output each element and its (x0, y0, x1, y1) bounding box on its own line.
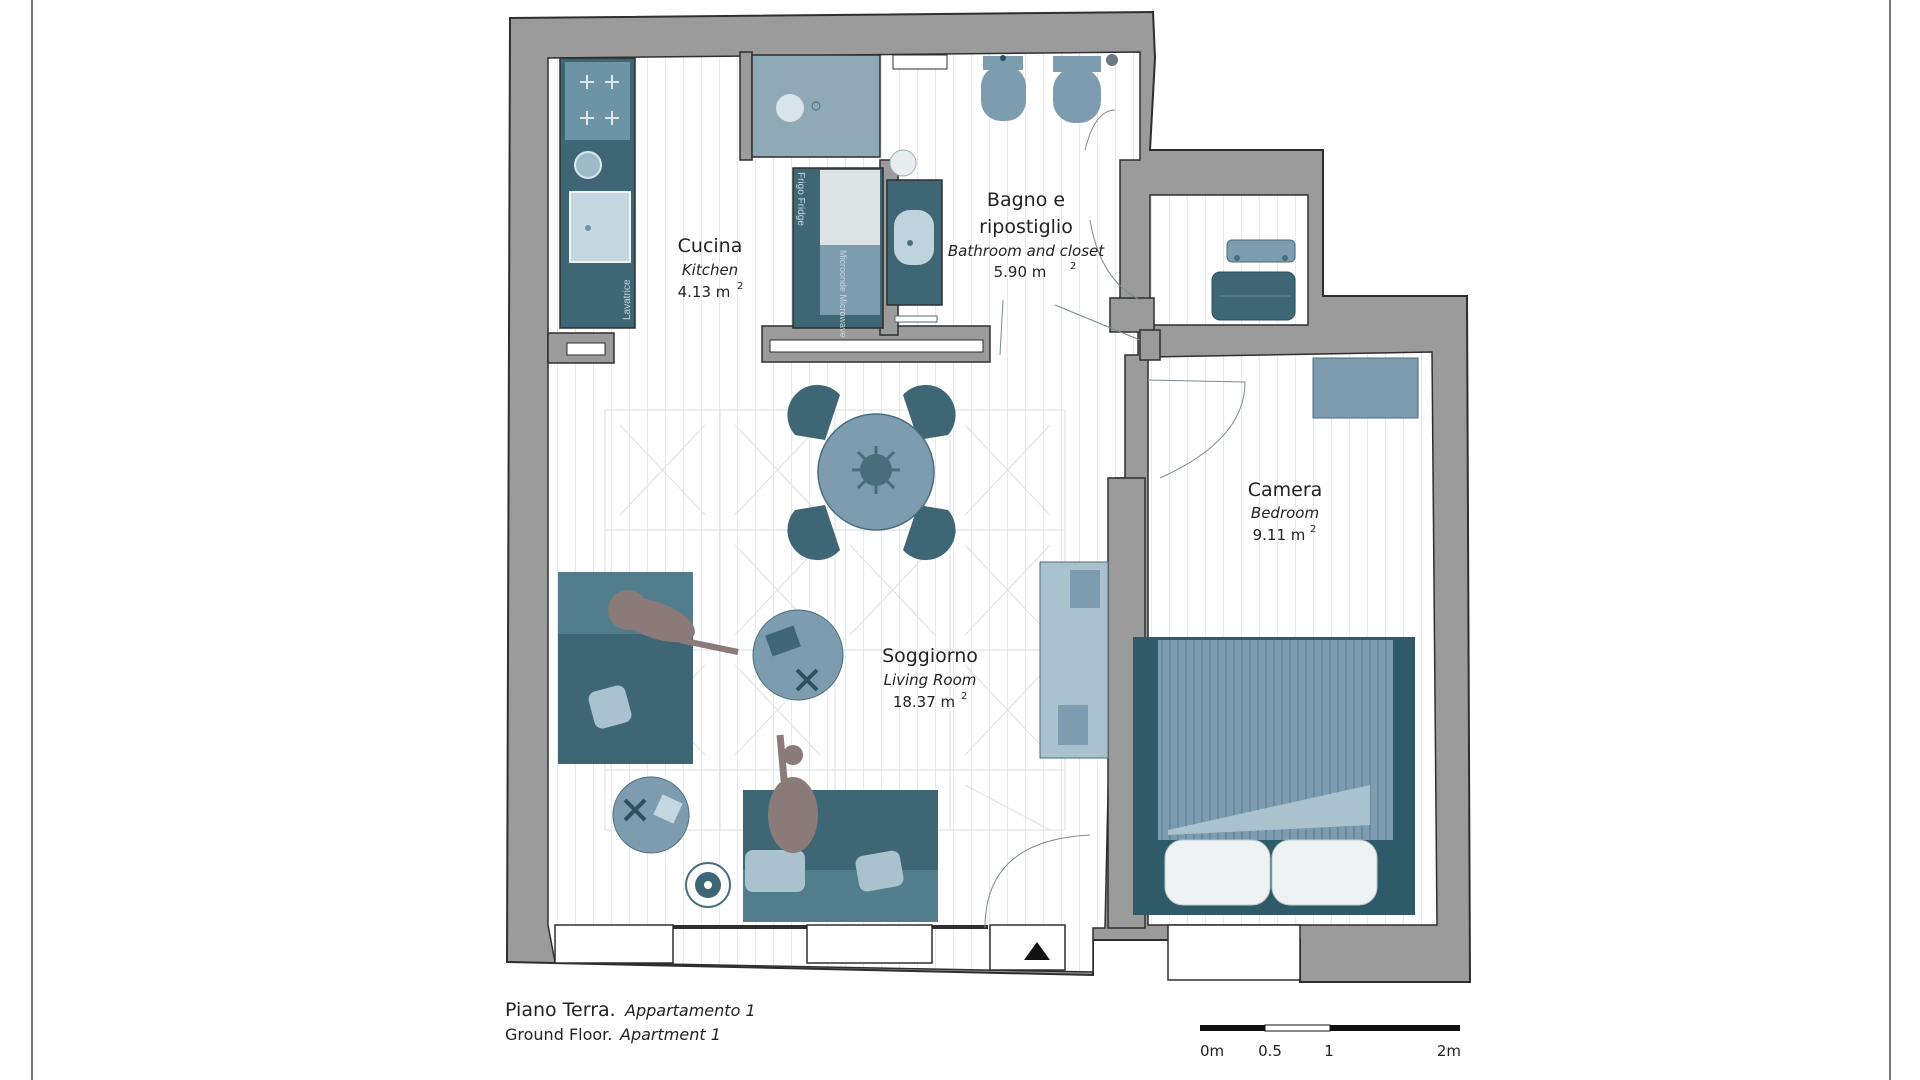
sofa-left (558, 572, 739, 764)
bathroom-name-it-1: Bagno e (987, 189, 1065, 211)
label-bedroom: Camera Bedroom 9.11 m 2 (1248, 479, 1323, 544)
fridge-label: Frigo Fridge (795, 172, 806, 226)
label-kitchen: Cucina Kitchen 4.13 m 2 (678, 235, 744, 301)
kitchen-counter: Lavatrice (559, 57, 636, 329)
bathroom-vanity (886, 149, 943, 323)
side-table (612, 776, 690, 854)
living-area: 18.37 m (893, 693, 955, 711)
scale-label-05: 0.5 (1258, 1042, 1282, 1060)
scale-bar: 0m 0.5 1 2m (1200, 1024, 1461, 1060)
living-name-it: Soggiorno (882, 645, 978, 667)
scale-label-2: 2m (1437, 1042, 1461, 1060)
kitchen-name-en: Kitchen (682, 261, 738, 279)
bathroom-window (892, 54, 948, 70)
toilet (1053, 56, 1101, 123)
caption-line1-main: Piano Terra. (505, 999, 616, 1021)
kitchen-area-sup: 2 (737, 281, 743, 292)
bathroom-name-en: Bathroom and closet (948, 242, 1105, 260)
bedroom-name-en: Bedroom (1251, 504, 1319, 522)
sofa-bottom (743, 734, 938, 922)
dining-table (787, 384, 956, 561)
caption-line2-main: Ground Floor. (505, 1025, 612, 1044)
plan-caption: Piano Terra. Appartamento 1 Ground Floor… (505, 999, 756, 1044)
luggage (1211, 239, 1296, 321)
floor-drain (1106, 54, 1118, 66)
coffee-table (752, 609, 844, 701)
caption-line1-sub: Appartamento 1 (624, 1001, 756, 1020)
south-windows (554, 924, 1301, 981)
label-living-room: Soggiorno Living Room 18.37 m 2 (882, 645, 978, 711)
bed (1133, 637, 1415, 915)
washer-label: Lavatrice (622, 279, 633, 320)
label-bathroom: Bagno e ripostiglio Bathroom and closet … (948, 189, 1105, 281)
living-name-en: Living Room (884, 671, 977, 689)
scale-label-0: 0m (1200, 1042, 1224, 1060)
pass-through-opening (769, 339, 984, 353)
bidet (981, 55, 1026, 121)
wall-window-kitchen (566, 342, 606, 356)
bedroom-name-it: Camera (1248, 479, 1323, 501)
wardrobe (1312, 357, 1419, 419)
bedroom-area-sup: 2 (1310, 524, 1316, 535)
entrance-door (984, 834, 1091, 929)
bathroom-area: 5.90 m (994, 263, 1047, 281)
caption-line2-sub: Apartment 1 (619, 1025, 721, 1044)
bathroom-name-it-2: ripostiglio (979, 216, 1073, 238)
window-sills (673, 925, 988, 929)
microwave-label: Microonde Microwave (838, 250, 848, 338)
console-shelf (1039, 561, 1109, 759)
shower (751, 54, 881, 158)
kitchen-name-it: Cucina (678, 235, 743, 257)
scale-label-1: 1 (1324, 1042, 1334, 1060)
bathroom-area-sup: 2 (1070, 261, 1076, 272)
entrance-arrow-icon (1024, 942, 1050, 960)
bedroom-door (1147, 379, 1246, 479)
living-area-sup: 2 (961, 691, 967, 702)
bedroom-area: 9.11 m (1253, 526, 1306, 544)
kitchen-area: 4.13 m (678, 283, 731, 301)
floor-lamp (685, 862, 731, 908)
bathroom-door (999, 109, 1141, 356)
fridge-unit: Frigo Fridge Microonde Microwave (792, 167, 884, 338)
